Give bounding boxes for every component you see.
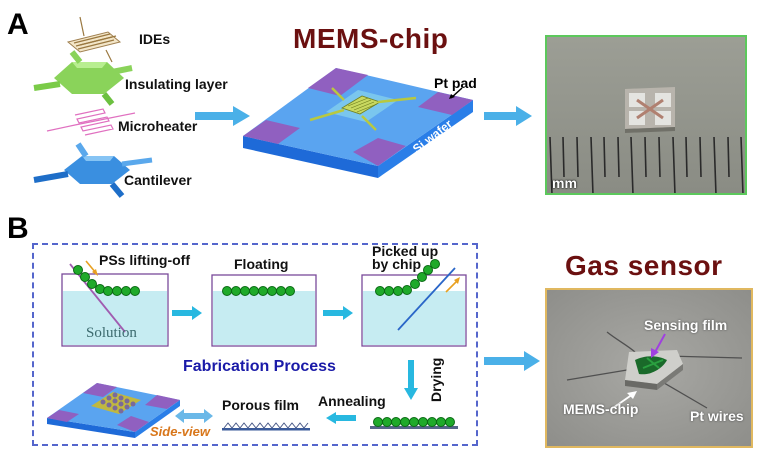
step-label-porous-film: Porous film [222, 397, 300, 413]
panel-b-letter: B [7, 212, 29, 245]
sphere-group [375, 259, 440, 296]
layer-label-microheater: Microheater [118, 118, 198, 134]
sphere-group [373, 417, 455, 427]
step-label-annealing: Annealing [318, 393, 386, 409]
gas-sensor-title: Gas sensor [565, 250, 723, 281]
lift-off-beaker [61, 260, 169, 347]
arrow-right-icon [323, 306, 353, 320]
fabrication-process-title: Fabrication Process [183, 358, 336, 375]
sensor-photo-graphic [566, 331, 743, 409]
side-view-label: Side-view [150, 424, 210, 439]
pt-pad-label: Pt pad [434, 75, 477, 91]
arrow-right-icon [484, 351, 540, 371]
layer-label-cantilever: Cantilever [124, 172, 192, 188]
double-arrow-icon [175, 409, 213, 423]
step-label-lift-off: PSs lifting-off [99, 252, 190, 268]
step-label-picked-up: Picked up by chip [372, 243, 439, 272]
layer-label-ides: IDEs [139, 31, 171, 47]
mems-chip-diagram [243, 68, 473, 178]
pt-wires-label: Pt wires [690, 408, 744, 424]
panel-a-letter: A [7, 8, 29, 41]
coated-chip-diagram [47, 383, 180, 438]
pt-pad [308, 68, 368, 96]
insulating-layer-icon [33, 50, 133, 106]
arrow-right-icon [172, 306, 202, 320]
arrow-right-icon [484, 106, 532, 126]
microheater-icon [46, 108, 136, 136]
dried-film [370, 417, 458, 429]
solution-label: Solution [86, 325, 137, 341]
scale-unit-label: mm [552, 175, 577, 191]
step-label-drying: Drying [428, 357, 444, 402]
picked-up-line1: Picked up [372, 243, 439, 259]
picked-up-line2: by chip [372, 256, 422, 272]
sphere-group [222, 286, 295, 296]
sphere-group [73, 265, 140, 296]
layer-label-insulating: Insulating layer [125, 76, 228, 92]
mems-chip-title: MEMS-chip [293, 23, 449, 54]
picked-up-beaker [361, 259, 467, 347]
cantilever-icon [33, 142, 153, 198]
arrow-down-icon [404, 360, 418, 400]
arrow-right-icon [195, 106, 250, 126]
pointer-arrow-icon [449, 87, 463, 99]
sensing-film-label: Sensing film [644, 317, 728, 333]
mems-chip-photo: mm [545, 35, 747, 195]
floating-beaker [211, 274, 317, 347]
mems-chip-photo-label: MEMS-chip [563, 401, 639, 417]
gas-sensor-photo: Sensing film MEMS-chip Pt wires [545, 288, 753, 448]
porous-film [222, 422, 310, 431]
arrow-left-icon [326, 412, 356, 424]
step-label-floating: Floating [234, 256, 289, 272]
ides-icon [66, 16, 122, 63]
fabrication-process-box [32, 243, 478, 446]
chip-photo-graphic [549, 87, 744, 193]
